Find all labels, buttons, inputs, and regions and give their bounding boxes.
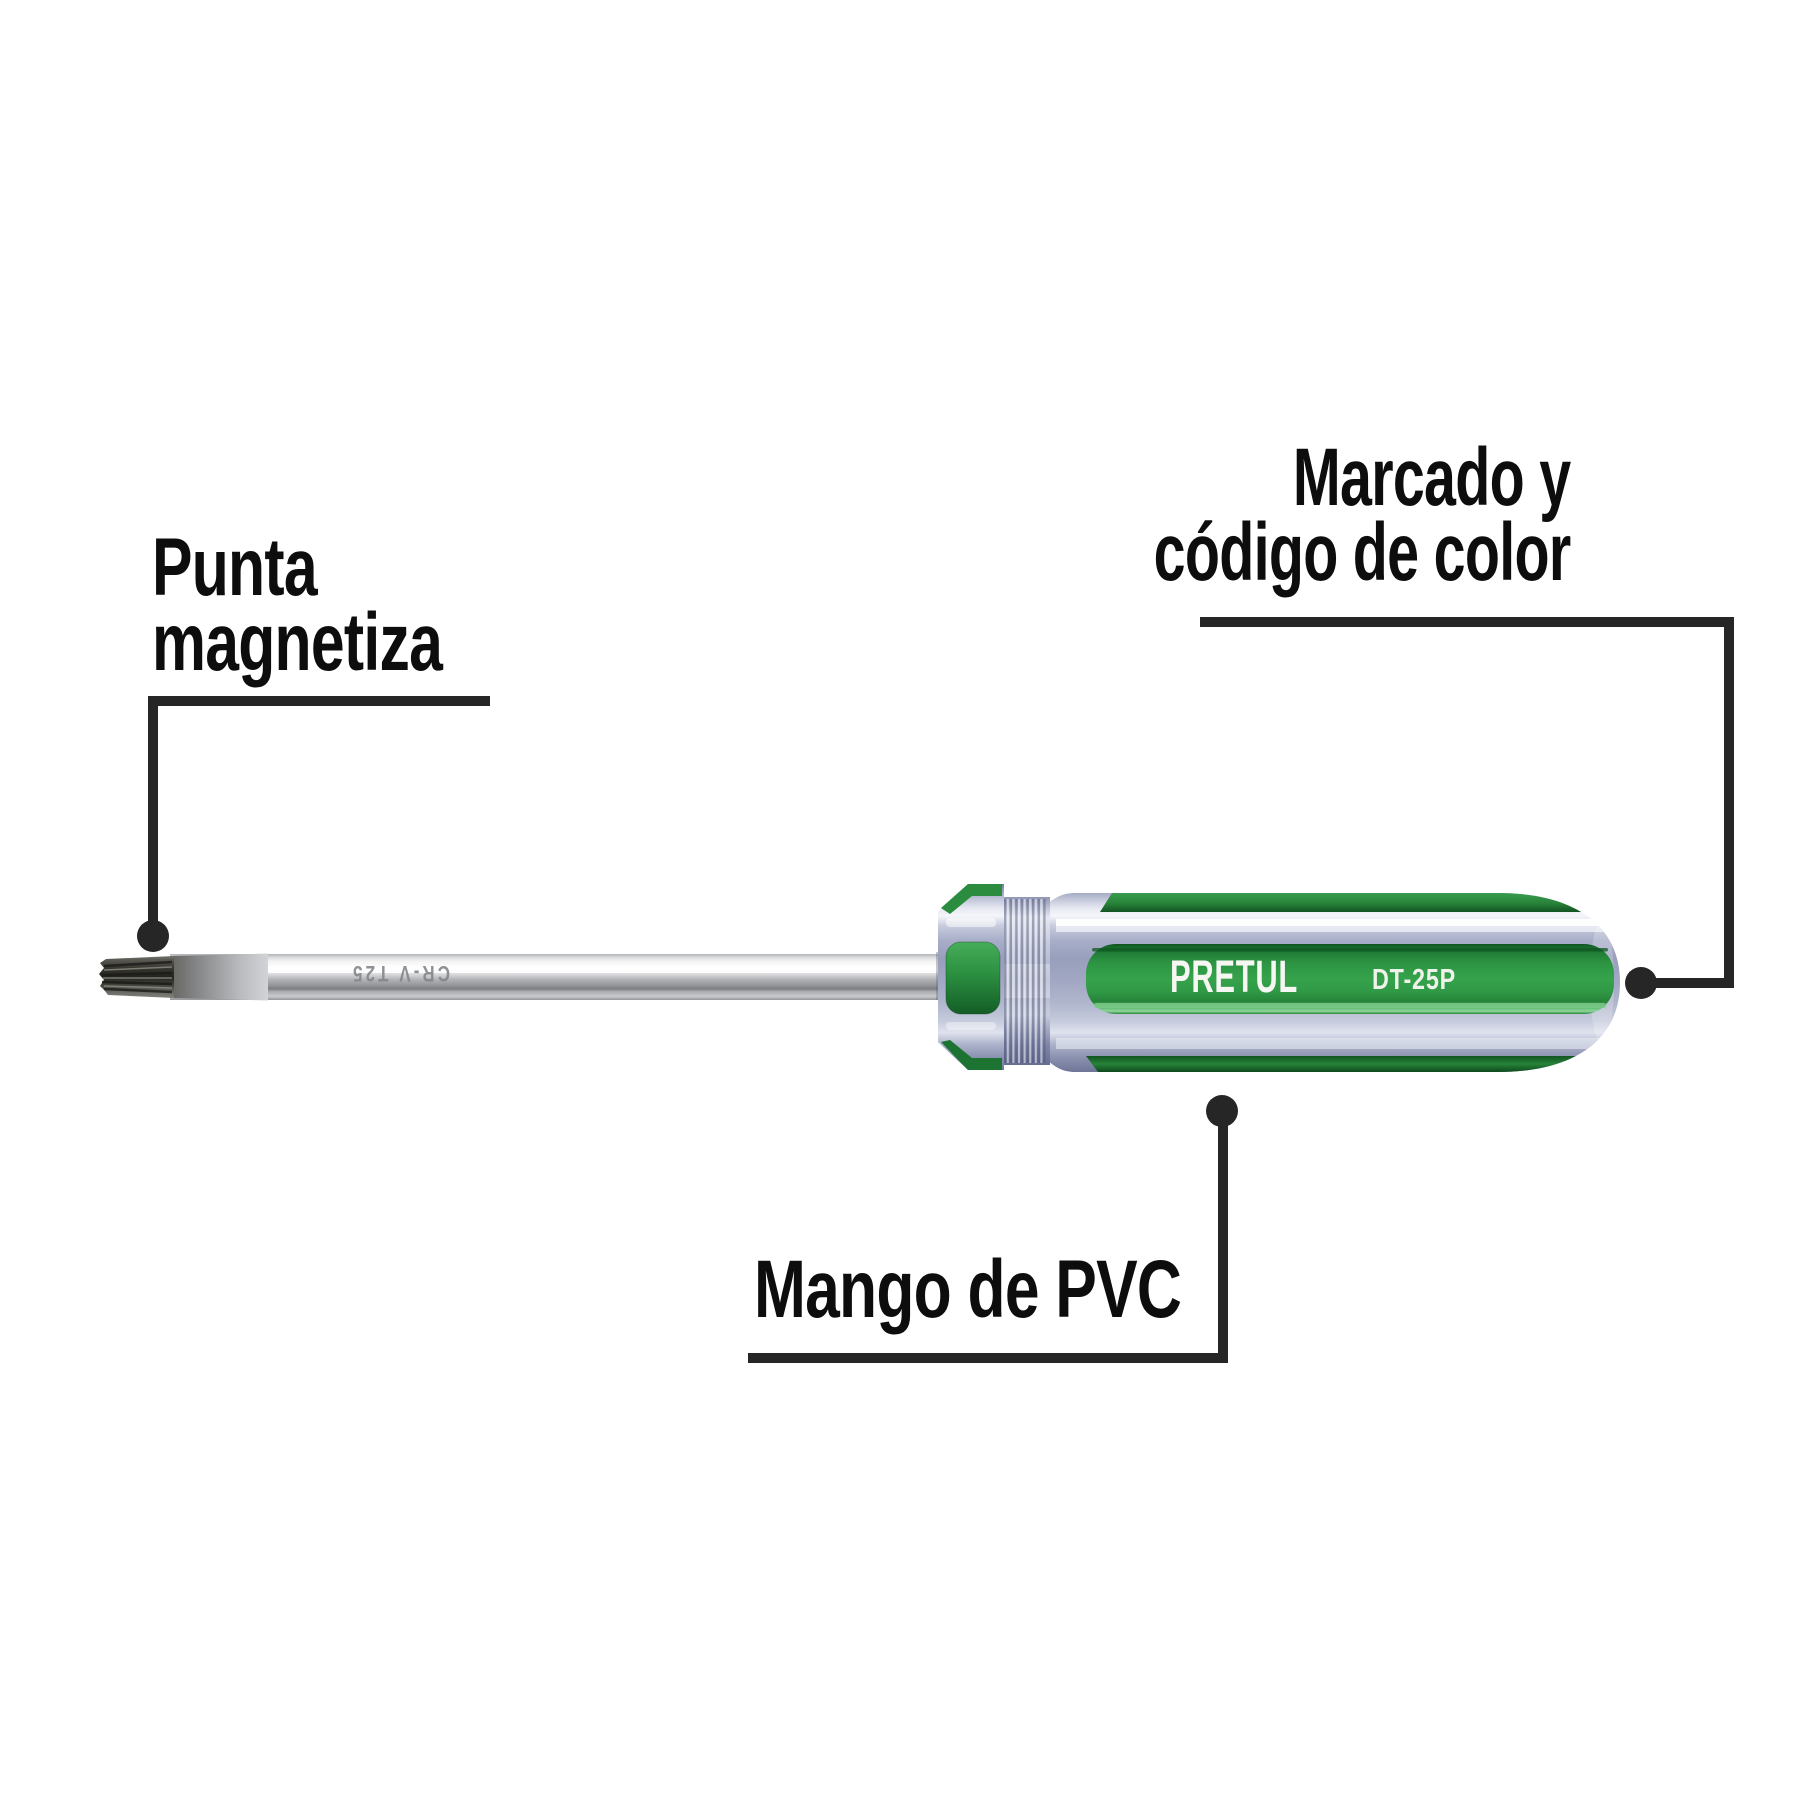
shaft-marking-text: CR-V T25 bbox=[350, 961, 450, 986]
callout-tip-vline bbox=[148, 696, 158, 928]
screwdriver-handle: PRETUL DT-25P bbox=[938, 884, 1620, 1072]
label-pvc-handle: Mango de PVC bbox=[754, 1244, 1182, 1335]
callout-tip-dot bbox=[137, 920, 169, 952]
callout-marking-dot bbox=[1625, 967, 1657, 999]
callout-handle-vline bbox=[1218, 1111, 1228, 1358]
label-color-code-line2: código de color bbox=[1153, 507, 1571, 598]
callout-marking-vline bbox=[1724, 617, 1734, 988]
handle-brand-band: PRETUL DT-25P bbox=[1086, 944, 1614, 1014]
brand-text: PRETUL bbox=[1170, 951, 1298, 1002]
label-color-code: Marcado y código de color bbox=[1153, 432, 1571, 598]
handle-front-cap bbox=[938, 884, 1004, 1070]
screwdriver-shaft: CR-V T25 bbox=[170, 952, 944, 1000]
model-text: DT-25P bbox=[1372, 964, 1456, 996]
label-pvc-handle-line1: Mango de PVC bbox=[754, 1244, 1182, 1335]
callout-tip-underline bbox=[148, 696, 490, 706]
callout-marking-underline bbox=[1200, 617, 1734, 627]
screwdriver-tip bbox=[99, 953, 268, 1001]
label-color-code-line1: Marcado y bbox=[1292, 432, 1570, 523]
label-magnetized-tip-line2: magnetiza bbox=[152, 597, 443, 688]
label-magnetized-tip: Punta magnetiza bbox=[152, 522, 443, 688]
label-magnetized-tip-line1: Punta bbox=[152, 522, 318, 613]
callout-marking-hseg bbox=[1641, 978, 1734, 988]
handle-threaded-collar bbox=[1002, 897, 1050, 1065]
callout-handle-underline bbox=[748, 1353, 1228, 1363]
